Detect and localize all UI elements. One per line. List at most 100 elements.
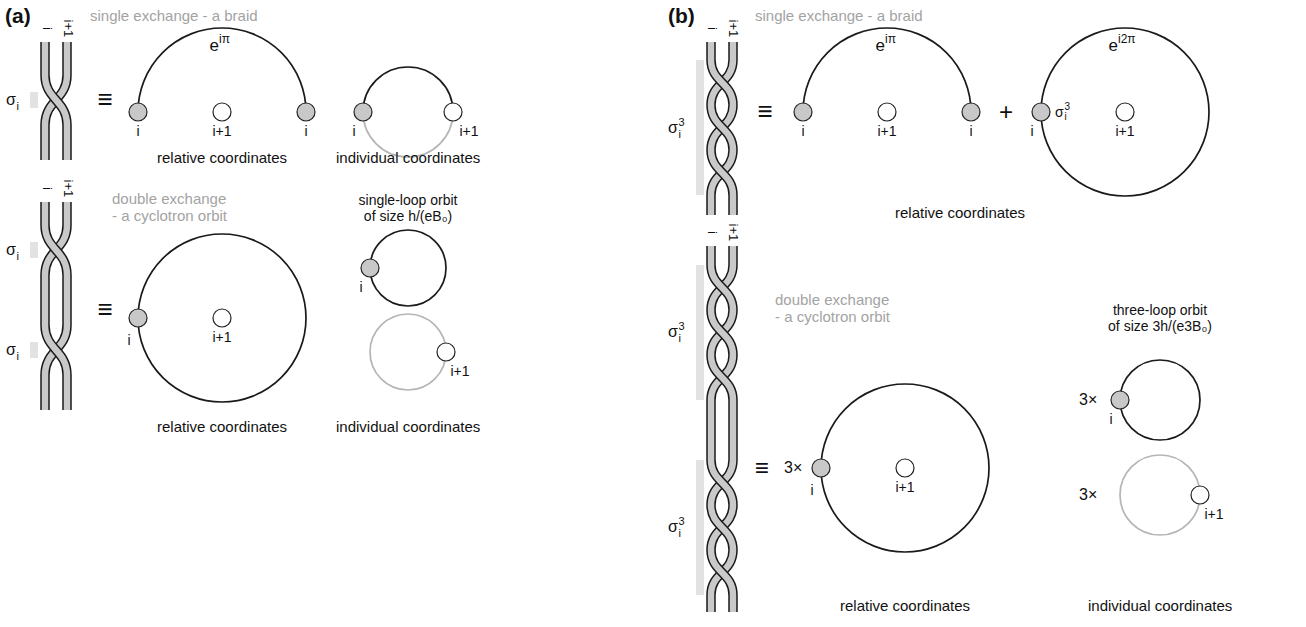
cyclotron-orbit (1120, 360, 1200, 440)
particle-dot (962, 103, 980, 121)
particle-label: i (128, 332, 131, 348)
generator-index: i (17, 350, 19, 363)
strand-outline (62, 375, 72, 410)
strand-outline (40, 275, 50, 325)
strand-outline (711, 460, 733, 505)
generator-index: i (17, 250, 19, 263)
plus-sign: + (999, 98, 1013, 126)
strand (730, 400, 737, 460)
strand (711, 355, 733, 400)
section-heading: double exchange - a cyclotron orbit (112, 190, 229, 225)
coordinate-caption: relative coordinates (840, 597, 970, 614)
strand (711, 310, 733, 355)
strand-outline (728, 595, 738, 612)
particle-dot (129, 103, 147, 121)
strand (45, 325, 67, 375)
strand (711, 505, 733, 550)
generator-bar (30, 92, 38, 108)
strand (45, 325, 67, 375)
particle-dot (354, 103, 372, 121)
strand-outline (711, 60, 733, 105)
strand-outline (711, 265, 733, 310)
strand-outline (711, 550, 733, 595)
particle-label: i (305, 123, 308, 139)
particle-dot (896, 459, 914, 477)
generator-power: 3 (679, 320, 685, 333)
strand-outline (728, 246, 738, 265)
equivalence-sign: ≡ (98, 85, 113, 115)
strand-outline (40, 125, 50, 160)
equivalence-sign: ≡ (98, 295, 113, 325)
strand-label: i+1 (725, 223, 740, 241)
strand-outline (45, 75, 67, 125)
particle-label: i (970, 123, 973, 139)
phase-factor: e (210, 36, 219, 56)
particle-label: i (811, 482, 814, 498)
generator-index: i (17, 100, 19, 113)
braid-generator: σ (668, 323, 678, 341)
braid-generator: σ (6, 241, 16, 259)
cyclotron-orbit (1120, 455, 1200, 535)
braid-generator: σ (668, 119, 678, 137)
strand-outline (728, 400, 738, 460)
strand (711, 550, 733, 595)
strand-outline (711, 355, 733, 400)
cyclotron-orbit (370, 314, 446, 390)
particle-label: i (1031, 123, 1034, 139)
strand-outline (711, 550, 733, 595)
particle-label: i+1 (1205, 506, 1224, 522)
strand (730, 595, 737, 612)
strand-label: i+1 (60, 19, 75, 37)
panel-label: (a) (5, 4, 31, 28)
equivalence-sign: ≡ (758, 97, 773, 127)
cyclotron-orbit (1041, 28, 1209, 196)
strand (711, 105, 733, 150)
strand (711, 310, 733, 355)
strand (708, 400, 715, 460)
strand (711, 60, 733, 105)
strand-label: i+1 (725, 19, 740, 37)
generator-bar (696, 60, 704, 195)
particle-dot (1111, 391, 1129, 409)
cyclotron-orbit (370, 230, 446, 306)
strand (711, 60, 733, 105)
particle-label: i+1 (451, 363, 470, 379)
strand-outline (45, 225, 67, 275)
braid-generator: σ (1055, 104, 1064, 120)
strand (64, 42, 71, 75)
strand-outline (711, 150, 733, 195)
strand (708, 595, 715, 612)
strand (42, 202, 49, 225)
braid (45, 42, 67, 160)
generator-bar (30, 342, 38, 358)
particle-label: i+1 (213, 123, 232, 139)
strand (64, 275, 71, 325)
strand (64, 375, 71, 410)
strand (708, 195, 715, 215)
strand (45, 75, 67, 125)
strand (711, 460, 733, 505)
particle-dot (444, 103, 462, 121)
strand-outline (711, 310, 733, 355)
strand-outline (711, 355, 733, 400)
strand (45, 75, 67, 125)
strand-outline (62, 202, 72, 225)
strand-outline (711, 505, 733, 550)
particle-label: i (137, 123, 140, 139)
section-heading: single exchange - a braid (90, 7, 258, 24)
strand-label: i+1 (60, 179, 75, 197)
coordinate-caption: individual coordinates (336, 418, 480, 435)
particle-dot (213, 103, 231, 121)
strand (64, 202, 71, 225)
cyclotron-orbit (138, 234, 306, 402)
generator-markers (30, 60, 704, 595)
particle-label: i+1 (896, 479, 915, 495)
strand-outline (706, 195, 716, 215)
phase-factor: e (1109, 36, 1118, 56)
exchange-arc (363, 67, 453, 112)
generator-power: 3 (679, 515, 685, 528)
multiplicity: 3× (1079, 391, 1097, 409)
generator-power: 3 (1065, 101, 1071, 113)
strand-outline (62, 275, 72, 325)
